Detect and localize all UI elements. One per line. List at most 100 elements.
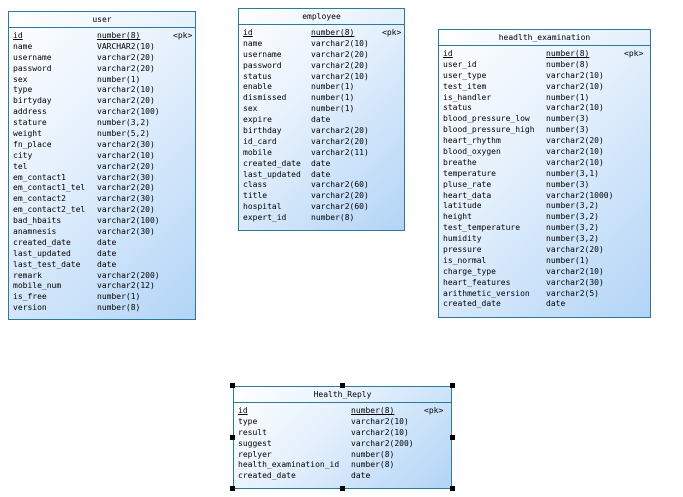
column-name: created_date <box>238 471 296 481</box>
column-type: varchar2(30) <box>97 172 155 182</box>
column-name: height <box>443 212 472 222</box>
column-type: number(3,1) <box>546 168 599 178</box>
resize-handle-middle-right[interactable] <box>450 435 455 440</box>
column-type: varchar2(200) <box>351 438 414 448</box>
column-name: hospital <box>243 202 282 212</box>
column-row: created_date date <box>238 471 451 482</box>
column-type: date <box>311 169 331 179</box>
column-type: varchar2(10) <box>311 71 369 81</box>
resize-handle-top-left[interactable] <box>230 383 235 388</box>
column-name: created_date <box>443 299 501 309</box>
column-name: arithmetic_version <box>443 288 530 298</box>
column-type: number(8) <box>311 213 355 223</box>
resize-handle-bottom-middle[interactable] <box>340 486 345 491</box>
column-name: last_updated <box>13 248 71 258</box>
column-type: varchar2(20) <box>311 136 369 146</box>
column-type: varchar2(30) <box>97 227 155 237</box>
column-name: weight <box>13 129 42 139</box>
column-name: replyer <box>238 449 272 459</box>
column-type: number(1) <box>97 74 141 84</box>
entity-title: user <box>9 12 195 28</box>
column-row: temperature number(3,1) <box>443 169 650 180</box>
column-name: pluse_rate <box>443 179 492 189</box>
column-type: varchar2(10) <box>546 103 604 113</box>
column-name: is_handler <box>443 92 492 102</box>
column-type: date <box>311 158 331 168</box>
column-name: expire <box>243 115 272 125</box>
column-type: varchar2(11) <box>311 147 369 157</box>
column-type: varchar2(10) <box>546 266 604 276</box>
column-type: varchar2(20) <box>311 49 369 59</box>
column-type: date <box>97 248 117 258</box>
column-name: created_date <box>243 158 301 168</box>
column-name: temperature <box>443 168 496 178</box>
resize-handle-top-right[interactable] <box>450 383 455 388</box>
column-name: type <box>13 85 33 95</box>
column-type: number(3,2) <box>97 118 150 128</box>
column-name: is_normal <box>443 255 487 265</box>
column-type: varchar2(20) <box>311 126 369 136</box>
column-type: varchar2(10) <box>351 427 409 437</box>
column-name: last_updated <box>243 169 301 179</box>
column-row: birthday varchar2(20) <box>243 126 404 137</box>
column-name: is_free <box>13 292 47 302</box>
column-type: varchar2(100) <box>97 107 160 117</box>
column-name: user_id <box>443 59 477 69</box>
column-type: varchar2(10) <box>97 150 155 160</box>
column-type: date <box>351 471 371 481</box>
column-name: version <box>13 303 47 313</box>
resize-handle-bottom-left[interactable] <box>230 486 235 491</box>
column-name: test_item <box>443 81 487 91</box>
column-name: pressure <box>443 245 482 255</box>
column-type: number(3,2) <box>546 234 599 244</box>
column-name: em_contact1 <box>13 172 66 182</box>
resize-handle-top-middle[interactable] <box>340 383 345 388</box>
column-name: name <box>13 41 33 51</box>
primary-key-marker: <pk> <box>173 31 193 40</box>
column-type: date <box>97 237 117 247</box>
resize-handle-middle-left[interactable] <box>230 435 235 440</box>
column-type: number(8) <box>546 49 590 58</box>
column-name: birthday <box>243 126 282 136</box>
primary-key-marker: <pk> <box>424 406 444 415</box>
column-type: number(1) <box>546 92 590 102</box>
column-name: id <box>443 49 453 58</box>
column-name: expert_id <box>243 213 287 223</box>
resize-handle-bottom-right[interactable] <box>450 486 455 491</box>
column-type: number(8) <box>351 449 395 459</box>
column-type: varchar2(100) <box>97 216 160 226</box>
column-type: number(3,2) <box>546 223 599 233</box>
column-type: number(8) <box>351 406 395 415</box>
